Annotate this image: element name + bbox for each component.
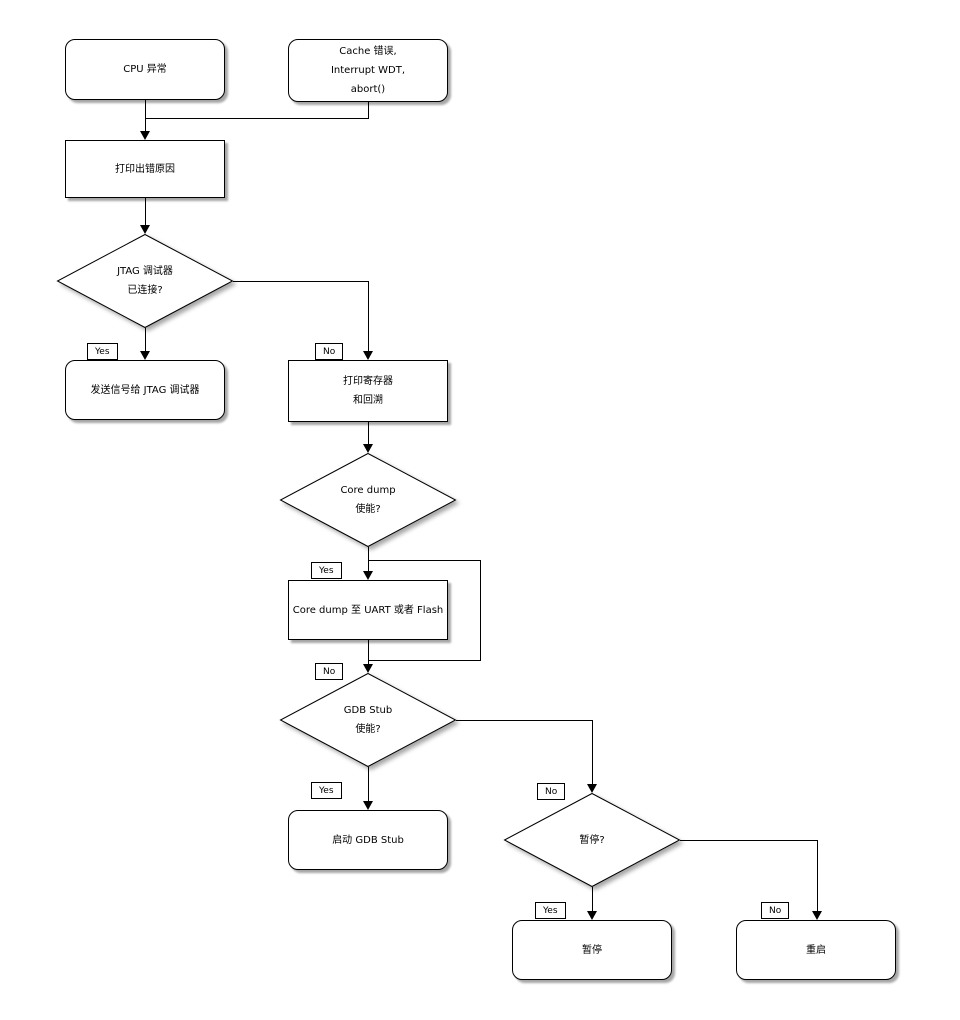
decision-gdbstub-enabled: GDB Stub 使能? [279, 672, 457, 768]
diamond-shape-icon [279, 452, 457, 548]
diamond-shape-icon [279, 672, 457, 768]
arrowhead-into-jtag-decision [140, 225, 150, 234]
decision-coredump-line2: 使能? [355, 504, 381, 515]
decision-gdbstub-enabled-text: GDB Stub 使能? [280, 673, 456, 767]
connector-jtag-no-vertical [368, 281, 369, 351]
node-print-error-reason: 打印出错原因 [65, 140, 225, 198]
connector-halt-yes [592, 887, 593, 911]
arrowhead-into-print-reason [140, 131, 150, 140]
edge-label-halt-no: No [761, 902, 790, 919]
connector-merge-horizontal [145, 118, 369, 119]
decision-halt: 暂停? [503, 792, 681, 888]
decision-coredump-line1: Core dump [340, 485, 396, 496]
arrowhead-into-send-signal [140, 351, 150, 360]
connector-registers-to-coredump [368, 422, 369, 444]
connector-gdb-no-horizontal [456, 720, 593, 721]
connector-halt-no-vertical [817, 840, 818, 911]
node-cache-error-line1: Cache 错误, [339, 46, 397, 57]
decision-halt-label: 暂停? [579, 834, 605, 846]
node-print-registers-backtrace: 打印寄存器 和回溯 [288, 360, 448, 422]
node-coredump-uart-flash: Core dump 至 UART 或者 Flash [288, 580, 448, 640]
node-reboot-label: 重启 [806, 944, 826, 956]
node-print-registers-line2: 和回溯 [353, 395, 383, 406]
connector-cache-down [368, 102, 369, 119]
node-halt: 暂停 [512, 920, 672, 980]
node-reboot: 重启 [736, 920, 896, 980]
decision-gdbstub-line2: 使能? [355, 724, 381, 735]
arrowhead-into-halt-decision [587, 784, 597, 793]
connector-bypass-top [368, 560, 481, 561]
arrowhead-into-halt [587, 911, 597, 920]
connector-cpu-down [145, 100, 146, 131]
node-print-registers-line1: 打印寄存器 [343, 376, 393, 387]
decision-halt-text: 暂停? [504, 793, 680, 887]
decision-coredump-enabled-text: Core dump 使能? [280, 453, 456, 547]
node-coredump-uart-flash-label: Core dump 至 UART 或者 Flash [292, 604, 444, 616]
node-start-gdbstub-label: 启动 GDB Stub [332, 834, 404, 846]
node-print-error-reason-label: 打印出错原因 [115, 163, 175, 175]
node-start-gdbstub: 启动 GDB Stub [288, 810, 448, 870]
edge-label-coredump-yes: Yes [311, 562, 342, 579]
connector-coredump-to-gdb [368, 640, 369, 664]
node-cache-error-line2: Interrupt WDT, [330, 65, 406, 76]
node-cache-error-line3: abort() [350, 84, 386, 95]
diamond-shape-icon [56, 233, 234, 329]
arrowhead-into-coredump-decision [363, 444, 373, 453]
connector-gdb-no-vertical [592, 720, 593, 784]
edge-label-coredump-no: No [315, 663, 344, 680]
decision-coredump-enabled: Core dump 使能? [279, 452, 457, 548]
edge-label-gdb-no: No [537, 783, 566, 800]
edge-label-gdb-yes: Yes [311, 782, 342, 799]
arrowhead-into-start-gdb [363, 801, 373, 810]
arrowhead-into-reboot [812, 911, 822, 920]
connector-jtag-yes [145, 328, 146, 351]
connector-jtag-no-horizontal [233, 281, 369, 282]
connector-halt-no-horizontal [680, 840, 818, 841]
arrowhead-into-coredump-action [363, 571, 373, 580]
decision-jtag-line1: JTAG 调试器 [117, 266, 173, 277]
node-send-signal-jtag: 发送信号给 JTAG 调试器 [65, 360, 225, 420]
connector-bypass-right [480, 560, 481, 661]
decision-gdbstub-line1: GDB Stub [343, 705, 393, 716]
arrowhead-into-gdb-decision [363, 664, 373, 673]
node-send-signal-jtag-label: 发送信号给 JTAG 调试器 [90, 384, 200, 396]
edge-label-halt-yes: Yes [535, 902, 566, 919]
node-cpu-exception-label: CPU 异常 [123, 64, 167, 75]
decision-jtag-connected-text: JTAG 调试器 已连接? [57, 234, 233, 328]
node-halt-label: 暂停 [582, 944, 602, 956]
connector-gdb-yes [368, 767, 369, 801]
connector-reason-to-jtag [145, 198, 146, 225]
node-cache-error: Cache 错误, Interrupt WDT, abort() [288, 39, 448, 102]
diamond-shape-icon [503, 792, 681, 888]
connector-coredump-yes [368, 547, 369, 571]
decision-jtag-line2: 已连接? [127, 285, 163, 296]
decision-jtag-connected: JTAG 调试器 已连接? [56, 233, 234, 329]
edge-label-jtag-no: No [315, 343, 344, 360]
connector-bypass-bottom [368, 660, 481, 661]
edge-label-jtag-yes: Yes [87, 343, 118, 360]
arrowhead-into-print-registers [363, 351, 373, 360]
node-cpu-exception: CPU 异常 [65, 39, 225, 100]
